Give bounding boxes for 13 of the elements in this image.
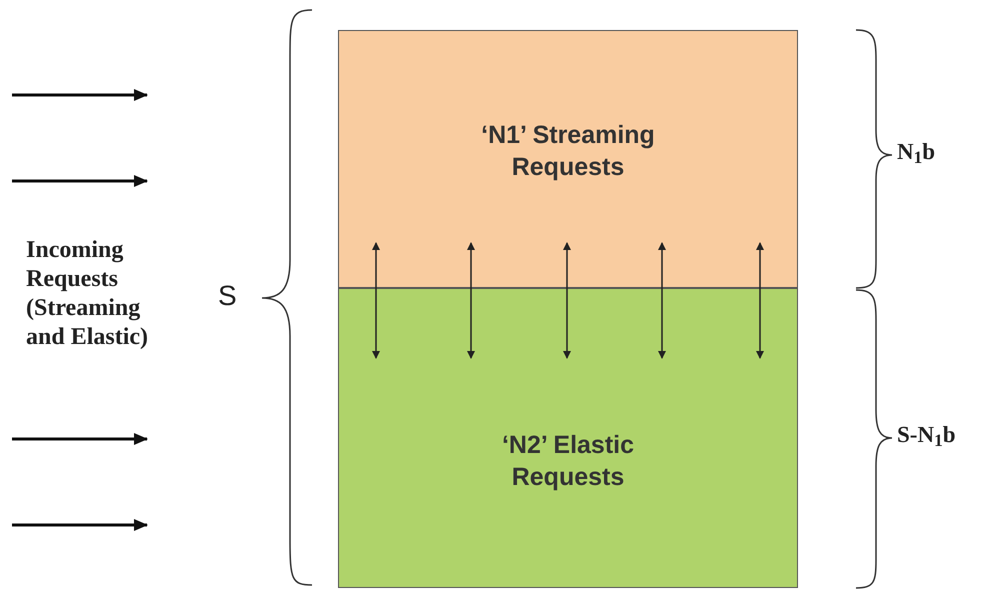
- double-arrow: [756, 242, 764, 359]
- streaming-region: [338, 30, 798, 288]
- incoming-requests-text: Incoming Requests (Streaming and Elastic): [26, 236, 176, 352]
- double-arrow: [372, 242, 380, 359]
- brace-label: S-N$_{1}$b: [897, 423, 956, 446]
- brace-label: S: [218, 282, 237, 310]
- double-arrow: [467, 242, 475, 359]
- double-arrow: [563, 242, 571, 359]
- brace-label: N$_{1}$b: [897, 140, 936, 163]
- elastic-region: [338, 288, 798, 588]
- double-arrow: [658, 242, 666, 359]
- region-label: ‘N2’ Elastic Requests: [500, 430, 636, 493]
- region-label: ‘N1’ Streaming Requests: [480, 120, 656, 183]
